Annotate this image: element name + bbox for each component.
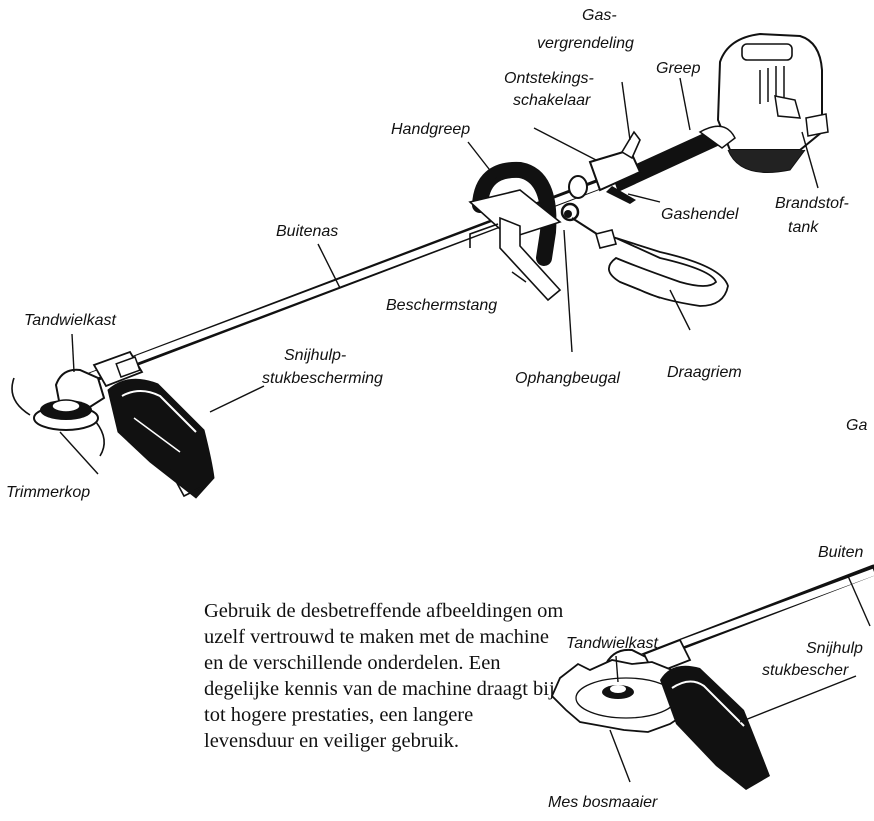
label-outer-shaft: Buitenas	[276, 223, 338, 240]
engine	[718, 34, 828, 173]
cutter-guard	[108, 379, 214, 498]
label-gearbox-2: Tandwielkast	[566, 635, 658, 652]
label-grip: Greep	[656, 60, 701, 77]
label-gearbox: Tandwielkast	[24, 312, 116, 329]
intro-paragraph: Gebruik de desbetreffende afbeeldingen o…	[204, 598, 564, 754]
label-hanger: Ophangbeugal	[515, 370, 620, 387]
label-gas-lock-1: Gas-	[582, 7, 617, 24]
carrying-strap	[572, 218, 728, 306]
label-throttle: Gashendel	[661, 206, 739, 223]
loop-handle	[470, 170, 560, 300]
label-cutter-guard-2b: stukbescher	[762, 662, 849, 679]
label-fuel-tank-1: Brandstof-	[775, 195, 849, 212]
label-ignition-1: Ontstekings-	[504, 70, 594, 87]
label-strap: Draagriem	[667, 364, 742, 381]
label-trimmer-head: Trimmerkop	[6, 484, 90, 501]
label-handle: Handgreep	[391, 121, 470, 138]
label-ignition-2: schakelaar	[513, 92, 591, 109]
cutter-guard-2	[660, 666, 770, 790]
label-cutter-guard-1: Snijhulp-	[284, 347, 346, 364]
label-cutter-guard-2: stukbescherming	[262, 370, 383, 387]
label-fuel-tank-2: tank	[788, 219, 819, 236]
label-outer-shaft-cut: Buiten	[818, 544, 863, 561]
label-guard-bar: Beschermstang	[386, 297, 497, 314]
label-brush-blade: Mes bosmaaier	[548, 794, 658, 811]
hanger-ring	[562, 204, 578, 220]
label-cutter-guard-2a: Snijhulp	[806, 640, 863, 657]
label-gas-cut: Ga	[846, 417, 867, 434]
trimmer-illustration	[12, 34, 828, 498]
brushcutter-illustration	[552, 570, 874, 790]
throttle-housing	[569, 132, 640, 204]
label-gas-lock-2: vergrendeling	[537, 35, 634, 52]
